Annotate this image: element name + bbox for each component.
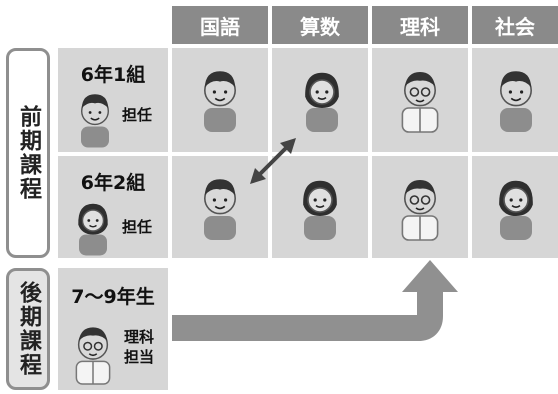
lab-coat-teacher-icon (401, 72, 439, 133)
class-role: 担任 (122, 218, 153, 236)
lab-coat-teacher-icon (401, 180, 439, 241)
cell-6-2-shakai (472, 156, 558, 258)
class-name: 6年1組 (80, 64, 146, 86)
class-name: 7〜9年生 (71, 286, 155, 308)
cell-6-2-rika (372, 156, 468, 258)
girl-teacher-icon (303, 180, 337, 240)
late-role-line1: 理科 (124, 328, 155, 346)
boy-teacher-icon (500, 71, 532, 132)
lab-coat-teacher-icon (75, 327, 111, 385)
class-role: 担任 (122, 106, 153, 124)
class-label-6-2: 6年2組 担任 (58, 156, 168, 258)
cell-6-2-sansu (272, 156, 368, 258)
girl-teacher-icon (499, 180, 533, 240)
class-name: 6年2組 (80, 172, 146, 194)
cell-6-1-kokugo (172, 48, 268, 152)
boy-teacher-icon (81, 94, 109, 148)
boy-teacher-icon (204, 179, 236, 240)
subject-header-kokugo: 国語 (172, 6, 268, 44)
cell-6-1-sansu (272, 48, 368, 152)
class-label-6-1: 6年1組 担任 (58, 48, 168, 152)
subject-header-shakai: 社会 (472, 6, 558, 44)
cell-6-1-rika (372, 48, 468, 152)
girl-teacher-icon (305, 72, 339, 132)
girl-teacher-icon (78, 203, 108, 256)
late-role-line2: 担当 (124, 348, 155, 366)
term-label-early: 前期課程 (6, 48, 50, 258)
class-label-7-9: 7〜9年生 理科 担当 (58, 268, 168, 390)
cell-6-2-kokugo (172, 156, 268, 258)
cell-6-1-shakai (472, 48, 558, 152)
boy-teacher-icon (204, 71, 236, 132)
subject-header-sansu: 算数 (272, 6, 368, 44)
subject-header-rika: 理科 (372, 6, 468, 44)
term-label-late: 後期課程 (6, 268, 50, 390)
